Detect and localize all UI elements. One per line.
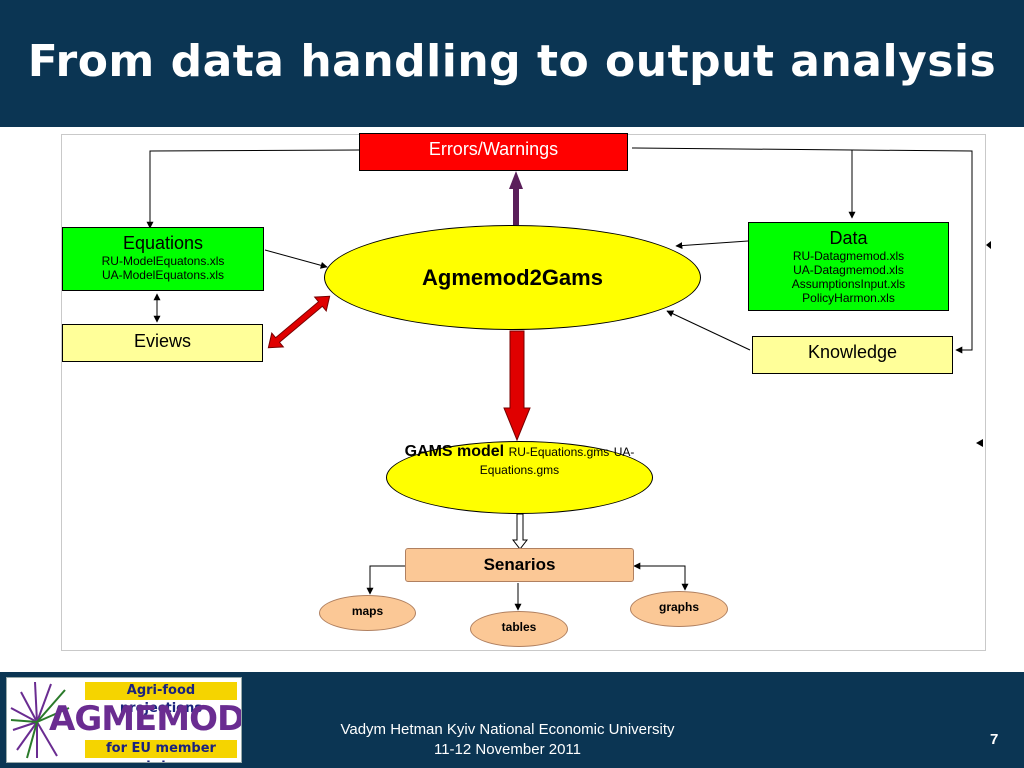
- knowledge-to-center-arrow: [666, 310, 751, 351]
- footer-date: 11-12 November 2011: [433, 741, 582, 758]
- edge-marker-icon: [986, 241, 991, 249]
- agmemod-logo: Agri-food projections AGMEMOD for EU mem…: [6, 677, 242, 763]
- gams-model-file: UA-Equations.gms: [479, 445, 635, 477]
- logo-tagline-bottom: for EU member states: [85, 740, 237, 762]
- center-to-errors-arrow: [509, 171, 523, 225]
- maps-ellipse: maps: [319, 595, 416, 631]
- gams-model-file: RU-Equations.gms: [508, 445, 610, 459]
- equations-file: RU-ModelEquatons.xls: [101, 254, 225, 268]
- graphs-ellipse: graphs: [630, 591, 728, 627]
- data-file: UA-Datagmemod.xls: [793, 263, 904, 277]
- errors-to-data-arrow: [631, 147, 856, 219]
- gams-to-scenarios-arrow: [511, 513, 529, 550]
- scenarios-label: Senarios: [483, 555, 556, 574]
- data-file: PolicyHarmon.xls: [802, 291, 895, 305]
- data-box: Data RU-Datagmemod.xls UA-Datagmemod.xls…: [748, 222, 949, 311]
- errors-warnings-box: Errors/Warnings: [359, 133, 628, 171]
- errors-warnings-label: Errors/Warnings: [428, 139, 559, 159]
- data-file: AssumptionsInput.xls: [791, 277, 906, 291]
- maps-label: maps: [351, 604, 384, 618]
- scenarios-box: Senarios: [405, 548, 634, 582]
- gams-model-title: GAMS model: [404, 443, 505, 460]
- center-to-gams-arrow: [503, 330, 531, 442]
- edge-marker-icon: [976, 439, 983, 447]
- agmemod2gams-label: Agmemod2Gams: [422, 265, 603, 290]
- equations-to-center-arrow: [264, 249, 328, 269]
- tables-ellipse: tables: [470, 611, 568, 647]
- equations-title: Equations: [122, 233, 204, 253]
- errors-to-knowledge-arrow: [851, 149, 973, 354]
- logo-tagline-top: Agri-food projections: [85, 682, 237, 716]
- graphs-label: graphs: [658, 600, 699, 614]
- footer-credit: Vadym Hetman Kyiv National Economic Univ…: [280, 720, 735, 760]
- eviews-box: Eviews: [62, 324, 263, 362]
- footer-institution: Vadym Hetman Kyiv National Economic Univ…: [340, 721, 675, 738]
- errors-to-equations-arrow: [146, 149, 361, 229]
- agmemod2gams-ellipse: Agmemod2Gams: [324, 225, 701, 330]
- eviews-label: Eviews: [133, 331, 191, 351]
- knowledge-label: Knowledge: [807, 342, 898, 362]
- logo-wordmark: AGMEMOD: [49, 699, 242, 739]
- data-title: Data: [829, 228, 868, 248]
- header-bar: [0, 0, 1024, 127]
- knowledge-box: Knowledge: [752, 336, 953, 374]
- eviews-center-double-arrow: [267, 295, 331, 349]
- sunburst-icon: [10, 681, 70, 759]
- scenarios-to-maps-arrow: [366, 565, 405, 595]
- slide-title: From data handling to output analysis: [27, 36, 997, 87]
- gams-model-ellipse: GAMS model RU-Equations.gms UA-Equations…: [386, 441, 653, 514]
- equations-file: UA-ModelEquatons.xls: [101, 268, 225, 282]
- scenarios-graphs-arrow: [633, 562, 689, 591]
- equations-box: Equations RU-ModelEquatons.xls UA-ModelE…: [62, 227, 264, 291]
- page-number: 7: [990, 731, 999, 748]
- data-file: RU-Datagmemod.xls: [792, 249, 905, 263]
- data-to-center-arrow: [675, 240, 749, 250]
- tables-label: tables: [501, 620, 537, 634]
